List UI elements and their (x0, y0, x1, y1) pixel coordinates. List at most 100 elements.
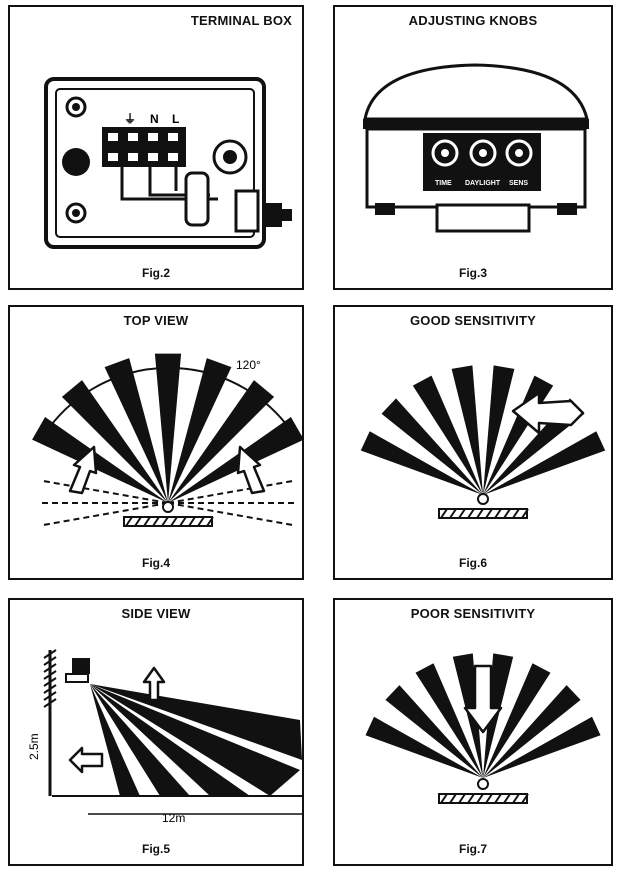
detection-zone (104, 358, 168, 503)
hatch-line (43, 649, 57, 659)
left-arrow-icon (511, 391, 585, 435)
detection-zone (451, 365, 483, 495)
figure-caption: Fig.5 (141, 842, 170, 856)
hatch-line (188, 516, 196, 527)
detection-zone (385, 685, 483, 778)
sensor-icon (477, 778, 489, 790)
figure-caption: Fig.7 (458, 842, 487, 856)
adjusting-knobs-drawing: TIME DAYLIGHT SENS (363, 63, 589, 233)
panel-title: GOOD SENSITIVITY (410, 313, 536, 328)
hatch-line (494, 793, 502, 804)
hatch-line (458, 508, 466, 519)
sensor-bracket (65, 673, 89, 683)
knob-label-daylight: DAYLIGHT (465, 180, 501, 187)
panel-terminal-box: TERMINAL BOX ⏚ N L Fig.2 (8, 5, 304, 290)
hatch-line (476, 793, 484, 804)
panel-title: ADJUSTING KNOBS (408, 13, 538, 28)
detection-zone (483, 716, 601, 778)
detection-range-label: 12m (162, 811, 185, 825)
hatch-line (503, 793, 511, 804)
hatch-line (467, 793, 475, 804)
figure-caption: Fig.4 (141, 556, 170, 570)
figure-caption: Fig.3 (458, 266, 487, 280)
up-arrow-icon (142, 666, 166, 702)
panel-good-sensitivity: GOOD SENSITIVITY Fig.6 (333, 305, 613, 580)
down-arrow-icon (463, 664, 503, 734)
hatch-line (521, 793, 529, 804)
detection-angle-label: 120° (236, 358, 261, 372)
dashed-beam (167, 502, 297, 527)
panel-adjusting-knobs: ADJUSTING KNOBS TIME DAYLIGHT SENS Fig.3 (333, 5, 613, 290)
hatch-line (440, 793, 448, 804)
detection-zone (483, 663, 551, 778)
detection-zone (168, 358, 232, 503)
detection-zone (90, 684, 140, 796)
left-arrow-icon (68, 746, 104, 774)
hatch-line (512, 508, 520, 519)
detection-zone (412, 375, 483, 495)
sensor-icon (162, 501, 174, 513)
left-arrow-icon (68, 445, 98, 495)
sensor-icon (477, 493, 489, 505)
hatch-line (485, 508, 493, 519)
hatch-line (485, 793, 493, 804)
detection-zone (168, 380, 275, 503)
hatch-line (170, 516, 178, 527)
terminal-label-l: L (172, 112, 179, 126)
hatch-line (458, 793, 466, 804)
panel-title: TERMINAL BOX (190, 13, 292, 28)
detection-zone (415, 663, 483, 778)
dashed-beam (39, 479, 169, 504)
detection-zone (154, 353, 182, 503)
detection-zone (360, 431, 483, 495)
hatch-line (521, 508, 529, 519)
detection-zone (61, 380, 168, 503)
hatch-line (503, 508, 511, 519)
detection-zone (90, 684, 250, 796)
terminal-box-drawing: ⏚ N L (44, 77, 292, 249)
detection-zone (381, 398, 483, 495)
panel-title: TOP VIEW (123, 313, 189, 328)
right-arrow-icon (236, 445, 266, 495)
hatch-line (43, 663, 57, 673)
panel-title: POOR SENSITIVITY (410, 606, 536, 621)
mount-height-label: 2.5m (27, 733, 41, 760)
detection-zone (483, 685, 581, 778)
hatch-line (449, 508, 457, 519)
side-view-drawing: 2.5m 12m (27, 649, 302, 825)
detection-zone (168, 417, 304, 503)
detection-zone (90, 684, 300, 796)
figure-caption: Fig.2 (141, 266, 170, 280)
hatch-line (206, 516, 214, 527)
hatch-line (134, 516, 142, 527)
hatch-line (179, 516, 187, 527)
hatch-line (476, 508, 484, 519)
hatch-line (125, 516, 133, 527)
hatch-line (43, 670, 57, 680)
detection-zone (90, 684, 302, 760)
panel-side-view: SIDE VIEW 2.5m 12m Fig.5 (8, 598, 304, 866)
detection-zone (90, 684, 190, 796)
dashed-beam (39, 502, 169, 527)
knob-label-sens: SENS (509, 180, 528, 187)
detection-zone (483, 431, 606, 495)
figure-caption: Fig.6 (458, 556, 487, 570)
terminal-label-n: N (150, 112, 159, 126)
hatch-line (494, 508, 502, 519)
hatch-line (161, 516, 169, 527)
detection-zone (452, 653, 483, 778)
hatch-line (143, 516, 151, 527)
hatch-line (512, 793, 520, 804)
poor-sensitivity-drawing (365, 653, 601, 804)
panel-top-view: TOP VIEW 120° Fig.4 (8, 305, 304, 580)
knob-label-time: TIME (435, 180, 452, 187)
top-view-drawing: 120° (32, 353, 304, 527)
hatch-line (467, 508, 475, 519)
sensor-icon (72, 658, 90, 674)
terminal-label-earth: ⏚ (124, 112, 136, 126)
hatch-line (43, 656, 57, 666)
panel-poor-sensitivity: POOR SENSITIVITY Fig.7 (333, 598, 613, 866)
detection-zone (32, 417, 168, 503)
hatch-line (440, 508, 448, 519)
detection-zone (483, 365, 515, 495)
